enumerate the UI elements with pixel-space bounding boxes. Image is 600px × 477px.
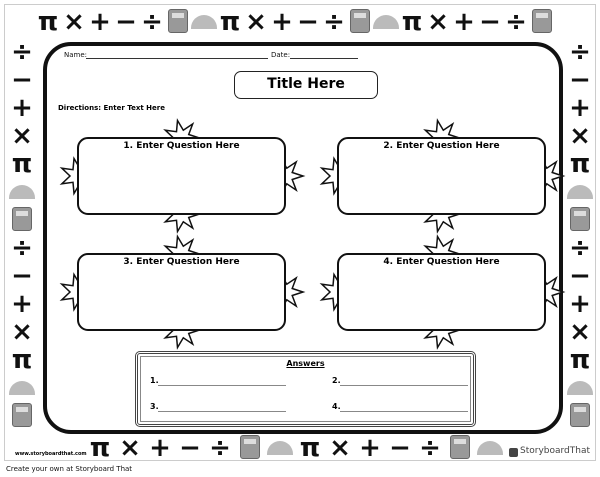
question-3[interactable]: 3. Enter Question Here [123,257,240,267]
math-symbol-icon: − [297,7,319,37]
site-url[interactable]: www.storyboardthat.com [15,451,87,457]
math-symbol-icon: ÷ [569,37,591,67]
math-symbol-icon: π [11,345,33,375]
answer-label-3: 3. [150,402,159,411]
date-label: Date: [271,51,291,59]
question-box [77,137,286,215]
brand-logo: StoryboardThat [520,446,591,456]
calculator-icon [570,207,590,231]
math-symbol-icon: − [11,65,33,95]
answer-line-2[interactable] [340,385,468,386]
math-symbol-icon: π [89,433,111,463]
math-symbol-icon: × [245,7,267,37]
math-symbol-icon: + [271,7,293,37]
protractor-icon [567,381,593,395]
math-symbol-icon: ÷ [505,7,527,37]
question-box [337,137,546,215]
question-4[interactable]: 4. Enter Question Here [383,257,500,267]
math-symbol-icon: π [401,7,423,37]
math-symbol-icon: × [11,121,33,151]
math-symbol-icon: × [329,433,351,463]
calculator-icon [168,9,188,33]
answers-box: Answers 1. 2. 3. 4. [135,351,476,427]
question-burst-3 [59,234,306,350]
storyboardthat-logo-icon [509,448,518,457]
math-symbol-icon: ÷ [209,433,231,463]
protractor-icon [9,185,35,199]
math-symbol-icon: × [11,317,33,347]
math-symbol-icon: − [11,261,33,291]
answer-line-1[interactable] [158,385,286,386]
calculator-icon [570,403,590,427]
calculator-icon [240,435,260,459]
math-symbol-icon: ÷ [11,233,33,263]
protractor-icon [477,441,503,455]
question-box [337,253,546,331]
protractor-icon [9,381,35,395]
name-label: Name: [64,51,88,59]
question-burst-4 [319,234,566,350]
math-symbol-icon: ÷ [323,7,345,37]
question-burst-1 [59,118,306,234]
math-symbol-icon: ÷ [419,433,441,463]
calculator-icon [532,9,552,33]
calculator-icon [350,9,370,33]
math-symbol-icon: π [569,345,591,375]
answer-line-4[interactable] [340,411,468,412]
math-symbol-icon: − [569,65,591,95]
math-symbol-icon: + [359,433,381,463]
calculator-icon [12,403,32,427]
math-symbol-icon: + [453,7,475,37]
calculator-icon [450,435,470,459]
math-symbol-icon: + [89,7,111,37]
math-symbol-icon: π [299,433,321,463]
answer-label-1: 1. [150,376,159,385]
question-1[interactable]: 1. Enter Question Here [123,141,240,151]
math-symbol-icon: − [479,7,501,37]
footer-cta[interactable]: Create your own at Storyboard That [6,465,133,473]
math-symbol-icon: + [11,93,33,123]
math-symbol-icon: × [569,317,591,347]
math-symbol-icon: × [63,7,85,37]
protractor-icon [567,185,593,199]
answer-label-2: 2. [332,376,341,385]
math-symbol-icon: × [119,433,141,463]
protractor-icon [373,15,399,29]
math-symbol-icon: × [569,121,591,151]
math-symbol-icon: + [11,289,33,319]
math-symbol-icon: − [115,7,137,37]
question-box [77,253,286,331]
math-symbol-icon: π [569,149,591,179]
math-symbol-icon: + [569,289,591,319]
math-symbol-icon: ÷ [11,37,33,67]
math-symbol-icon: π [11,149,33,179]
calculator-icon [12,207,32,231]
question-burst-2 [319,118,566,234]
protractor-icon [191,15,217,29]
math-symbol-icon: × [427,7,449,37]
math-symbol-icon: π [37,7,59,37]
math-symbol-icon: ÷ [569,233,591,263]
answers-title: Answers [286,359,325,368]
math-symbol-icon: − [389,433,411,463]
date-line[interactable] [290,58,358,59]
math-symbol-icon: − [569,261,591,291]
answer-line-3[interactable] [158,411,286,412]
math-symbol-icon: ÷ [141,7,163,37]
name-line[interactable] [86,58,268,59]
math-symbol-icon: π [219,7,241,37]
protractor-icon [267,441,293,455]
math-symbol-icon: − [179,433,201,463]
math-symbol-icon: + [149,433,171,463]
directions: Directions: Enter Text Here [58,104,165,112]
question-2[interactable]: 2. Enter Question Here [383,141,500,151]
title-box[interactable]: Title Here [234,71,378,99]
math-symbol-icon: + [569,93,591,123]
answer-label-4: 4. [332,402,341,411]
